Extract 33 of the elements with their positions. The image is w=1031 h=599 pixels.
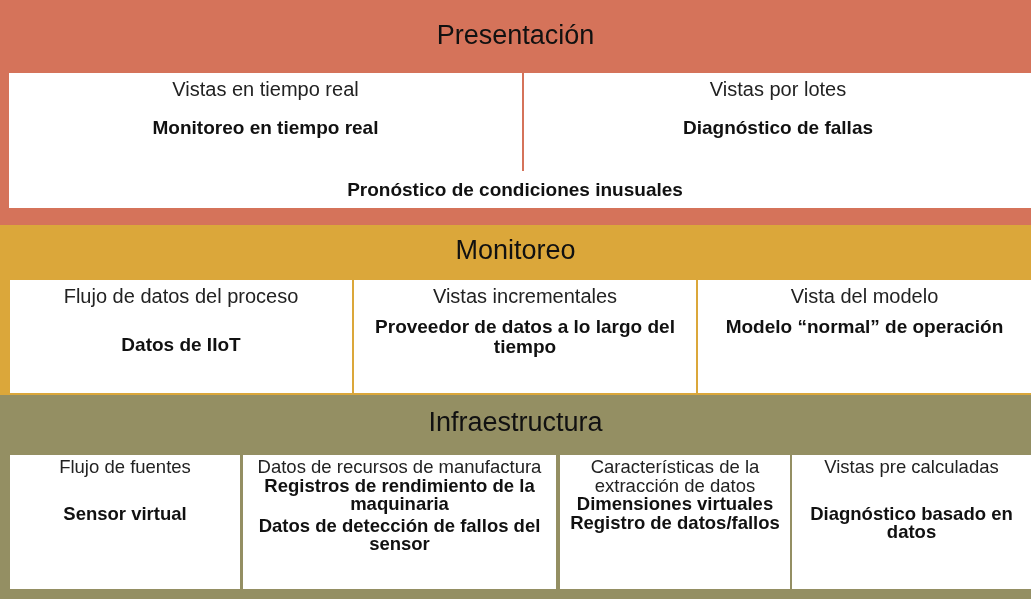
view-item: Pronóstico de condiciones inusuales [347, 180, 683, 200]
view-heading: Vistas pre calculadas [824, 458, 999, 477]
view-heading: Características de la extracción de datos [589, 458, 761, 495]
view-item: Dimensiones virtuales Registro de datos/fallos [569, 495, 781, 532]
view-item: Registros de rendimiento de la maquinaria [263, 476, 536, 514]
layer-title: Presentación [435, 20, 596, 51]
layer-band [0, 395, 1031, 599]
view-item: Diagnóstico de fallas [682, 118, 873, 138]
view-heading: Datos de recursos de manufactura [257, 458, 542, 477]
view-box [10, 280, 352, 393]
view-item: Sensor virtual [63, 504, 187, 523]
view-box [698, 280, 1031, 393]
view-item: Proveedor de datos a lo largo del tiempo [374, 317, 676, 357]
view-box [792, 455, 1031, 589]
view-heading: Vistas incrementales [432, 286, 618, 307]
view-box [243, 455, 556, 589]
view-item: Modelo “normal” de operación [725, 317, 1004, 337]
view-item: Datos de detección de fallos del sensor [257, 516, 542, 554]
view-heading: Flujo de datos del proceso [63, 286, 299, 307]
layer-title: Monitoreo [454, 235, 577, 266]
view-item: Diagnóstico basado en datos [809, 504, 1014, 542]
layer-band [0, 225, 1031, 395]
view-heading: Vista del modelo [790, 286, 939, 307]
view-box [560, 455, 790, 589]
view-heading: Vistas por lotes [709, 79, 847, 100]
layer-band [0, 0, 1031, 225]
layer-title: Infraestructura [427, 407, 604, 438]
view-item: Monitoreo en tiempo real [152, 118, 379, 138]
view-box [354, 280, 696, 393]
view-item: Datos de IIoT [121, 335, 241, 355]
view-heading: Vistas en tiempo real [172, 79, 359, 100]
view-box [10, 455, 240, 589]
view-heading: Flujo de fuentes [59, 458, 191, 477]
